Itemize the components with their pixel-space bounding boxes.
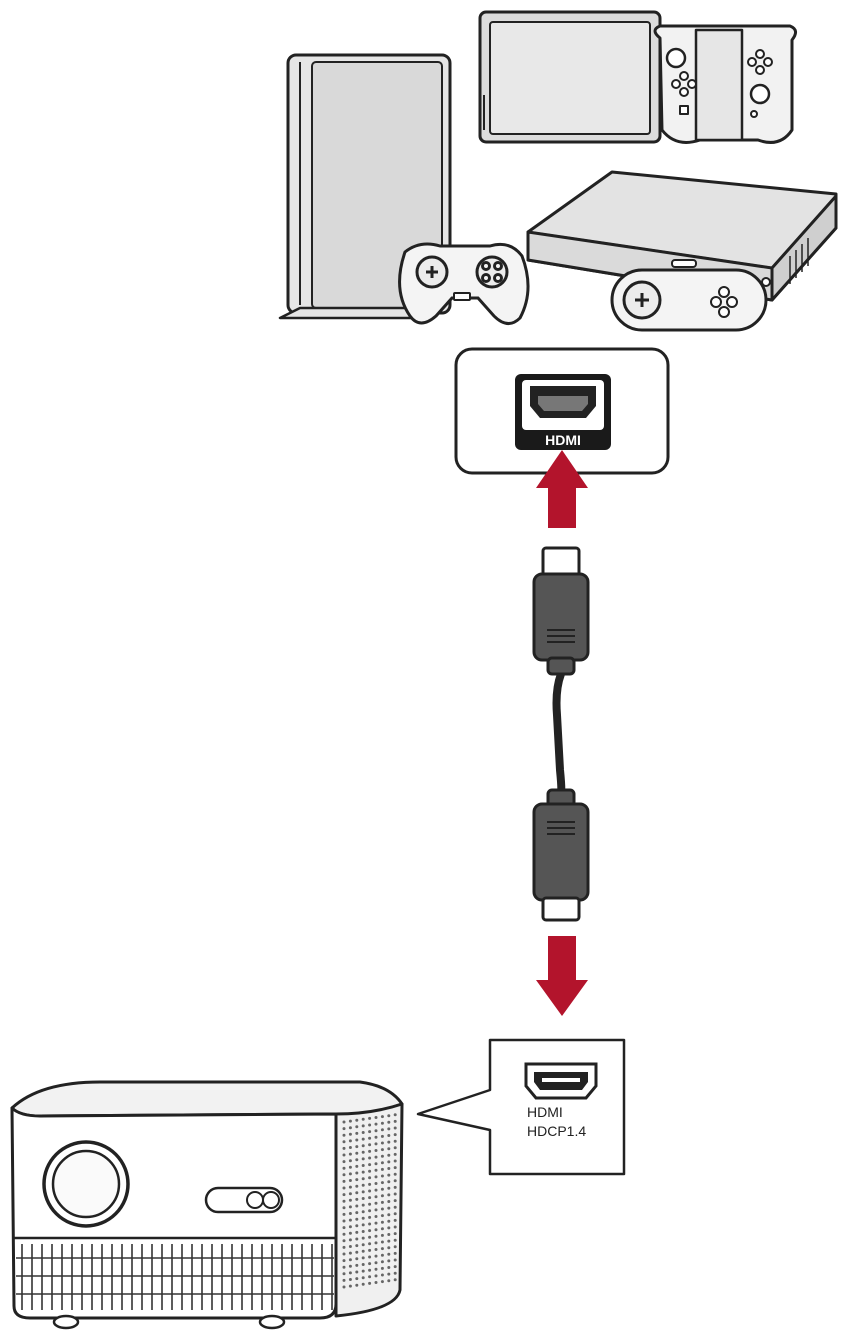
arrow-up-icon <box>536 450 588 528</box>
source-hdmi-port: HDMI <box>454 347 670 475</box>
handheld-console-dock-icon <box>478 10 797 144</box>
hdmi-port-icon <box>524 1062 598 1100</box>
gamepad-icon <box>610 268 768 332</box>
projector-port-label-1: HDMI <box>527 1104 563 1120</box>
projector-port-label-2: HDCP1.4 <box>527 1123 586 1139</box>
projector-port-callout: HDMI HDCP1.4 <box>416 1038 626 1176</box>
projector-icon <box>10 1080 404 1330</box>
game-console-tower-icon <box>278 53 452 320</box>
hdmi-cable-icon <box>532 546 590 922</box>
arrow-down-icon <box>536 936 588 1016</box>
gamepad-icon <box>398 242 530 325</box>
hdmi-port-icon <box>530 386 596 418</box>
source-port-label: HDMI <box>545 432 581 448</box>
